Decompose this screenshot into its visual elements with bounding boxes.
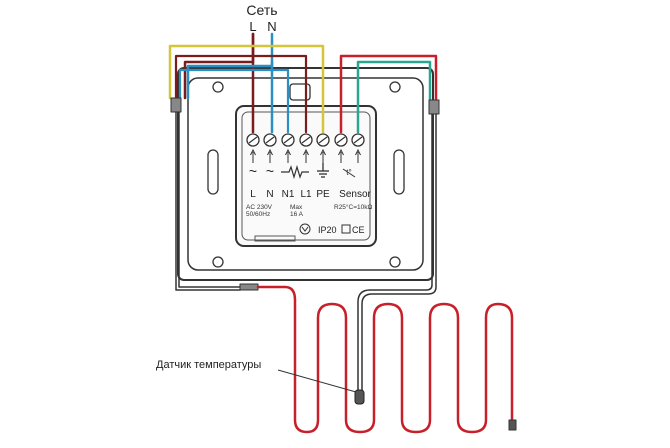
- terminal-sensor-2-screw-icon: [351, 133, 365, 147]
- terminal-l-screw-icon: [246, 133, 260, 147]
- sensor-callout-leader: [277, 369, 357, 393]
- terminal-label-l1: L1: [300, 189, 312, 200]
- heating-cable-end-cap: [508, 419, 517, 431]
- dial-icon: [299, 223, 311, 235]
- mains-line-label: L: [249, 19, 256, 34]
- terminal-symbols: ~ ~ t°: [249, 163, 356, 180]
- wire-sensor-teal: [356, 60, 432, 134]
- terminal-label-pe: PE: [316, 189, 330, 200]
- terminal-sensor-1-screw-icon: [334, 133, 348, 147]
- terminal-symbol-l: ~: [249, 163, 257, 179]
- spec-ip-rating: IP20: [318, 225, 337, 235]
- spec-ce-mark: CE: [352, 225, 365, 235]
- spec-block: AC 230V 50/60Hz Max 16 A R25°C=10kΩ IP20…: [246, 203, 372, 235]
- terminal-pe-screw-icon: [316, 133, 330, 147]
- wire-l1: [174, 54, 308, 134]
- terminal-sensor-1-arrow-icon: [338, 148, 344, 163]
- terminal-n1-screw-icon: [281, 133, 295, 147]
- terminal-l-arrow-icon: [250, 148, 256, 163]
- mains-title: Сеть: [246, 2, 277, 18]
- double-insulation-icon: [341, 224, 351, 234]
- terminal-l1-arrow-icon: [303, 148, 309, 163]
- spec-r25: R25°C=10kΩ: [334, 203, 372, 211]
- terminal-block: [246, 133, 365, 163]
- terminal-label-sensor: Sensor: [339, 189, 371, 200]
- terminal-n1-arrow-icon: [285, 148, 291, 163]
- wire-neutral-to-heater: [186, 60, 274, 100]
- terminal-symbol-n: ~: [266, 163, 274, 179]
- earth-symbol-icon: [317, 163, 329, 178]
- terminal-pe-arrow-icon: [320, 148, 326, 163]
- spec-ac-frequency: 50/60Hz: [246, 211, 270, 218]
- spec-ac-voltage: AC 230V: [246, 204, 273, 211]
- wire-sensor-red: [339, 54, 438, 134]
- heating-cable: [256, 285, 514, 434]
- cable-sleeve-right: [428, 99, 440, 115]
- mains-neutral-label: N: [267, 19, 276, 34]
- terminal-label-n1: N1: [282, 189, 295, 200]
- terminal-sensor-2-arrow-icon: [355, 148, 361, 163]
- wire-pe: [168, 44, 325, 134]
- terminal-n-arrow-icon: [267, 148, 273, 163]
- heater-cable-joint: [239, 283, 259, 291]
- wire-n1: [178, 68, 290, 134]
- terminal-label-n: N: [266, 189, 273, 200]
- temperature-sensor-probe: [354, 389, 365, 405]
- heater-feed-cable: [175, 111, 241, 291]
- terminal-n-screw-icon: [263, 133, 277, 147]
- terminal-l1-screw-icon: [299, 133, 313, 147]
- spec-max-label: Max: [290, 204, 303, 211]
- spec-max-current: 16 A: [290, 211, 304, 218]
- terminal-label-l: L: [250, 189, 256, 200]
- wires: [168, 32, 517, 434]
- cable-sleeve-left: [170, 97, 182, 113]
- heater-symbol: [281, 164, 309, 180]
- terminal-labels: L N N1 L1 PE Sensor: [250, 189, 371, 200]
- sensor-cable: [357, 113, 433, 393]
- sensor-callout-label: Датчик температуры: [156, 359, 261, 371]
